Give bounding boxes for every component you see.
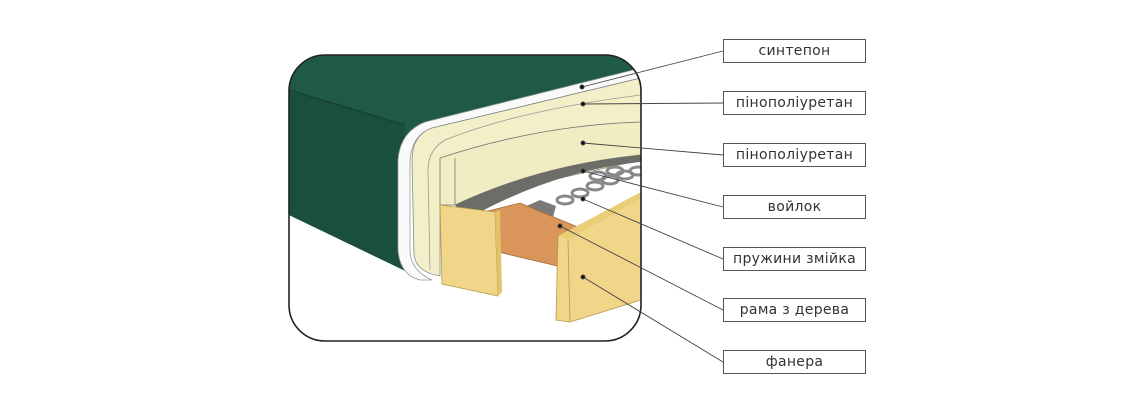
label-zigzag-springs: пружини змійка (723, 247, 866, 271)
felt-layer (455, 155, 641, 212)
label-polyurethane-foam-2: пінополіуретан (723, 143, 866, 167)
zigzag-springs (555, 165, 641, 206)
label-sintepon: синтепон (723, 39, 866, 63)
sintepon-layer (397, 67, 641, 281)
illustration-frame (288, 54, 642, 342)
label-polyurethane-foam-1: пінополіуретан (723, 91, 866, 115)
fabric-side (289, 90, 420, 278)
label-felt: войлок (723, 195, 866, 219)
leader-lines (557, 50, 724, 363)
label-plywood: фанера (723, 350, 866, 374)
label-wood-frame: рама з дерева (723, 298, 866, 322)
plywood-left (439, 204, 499, 297)
